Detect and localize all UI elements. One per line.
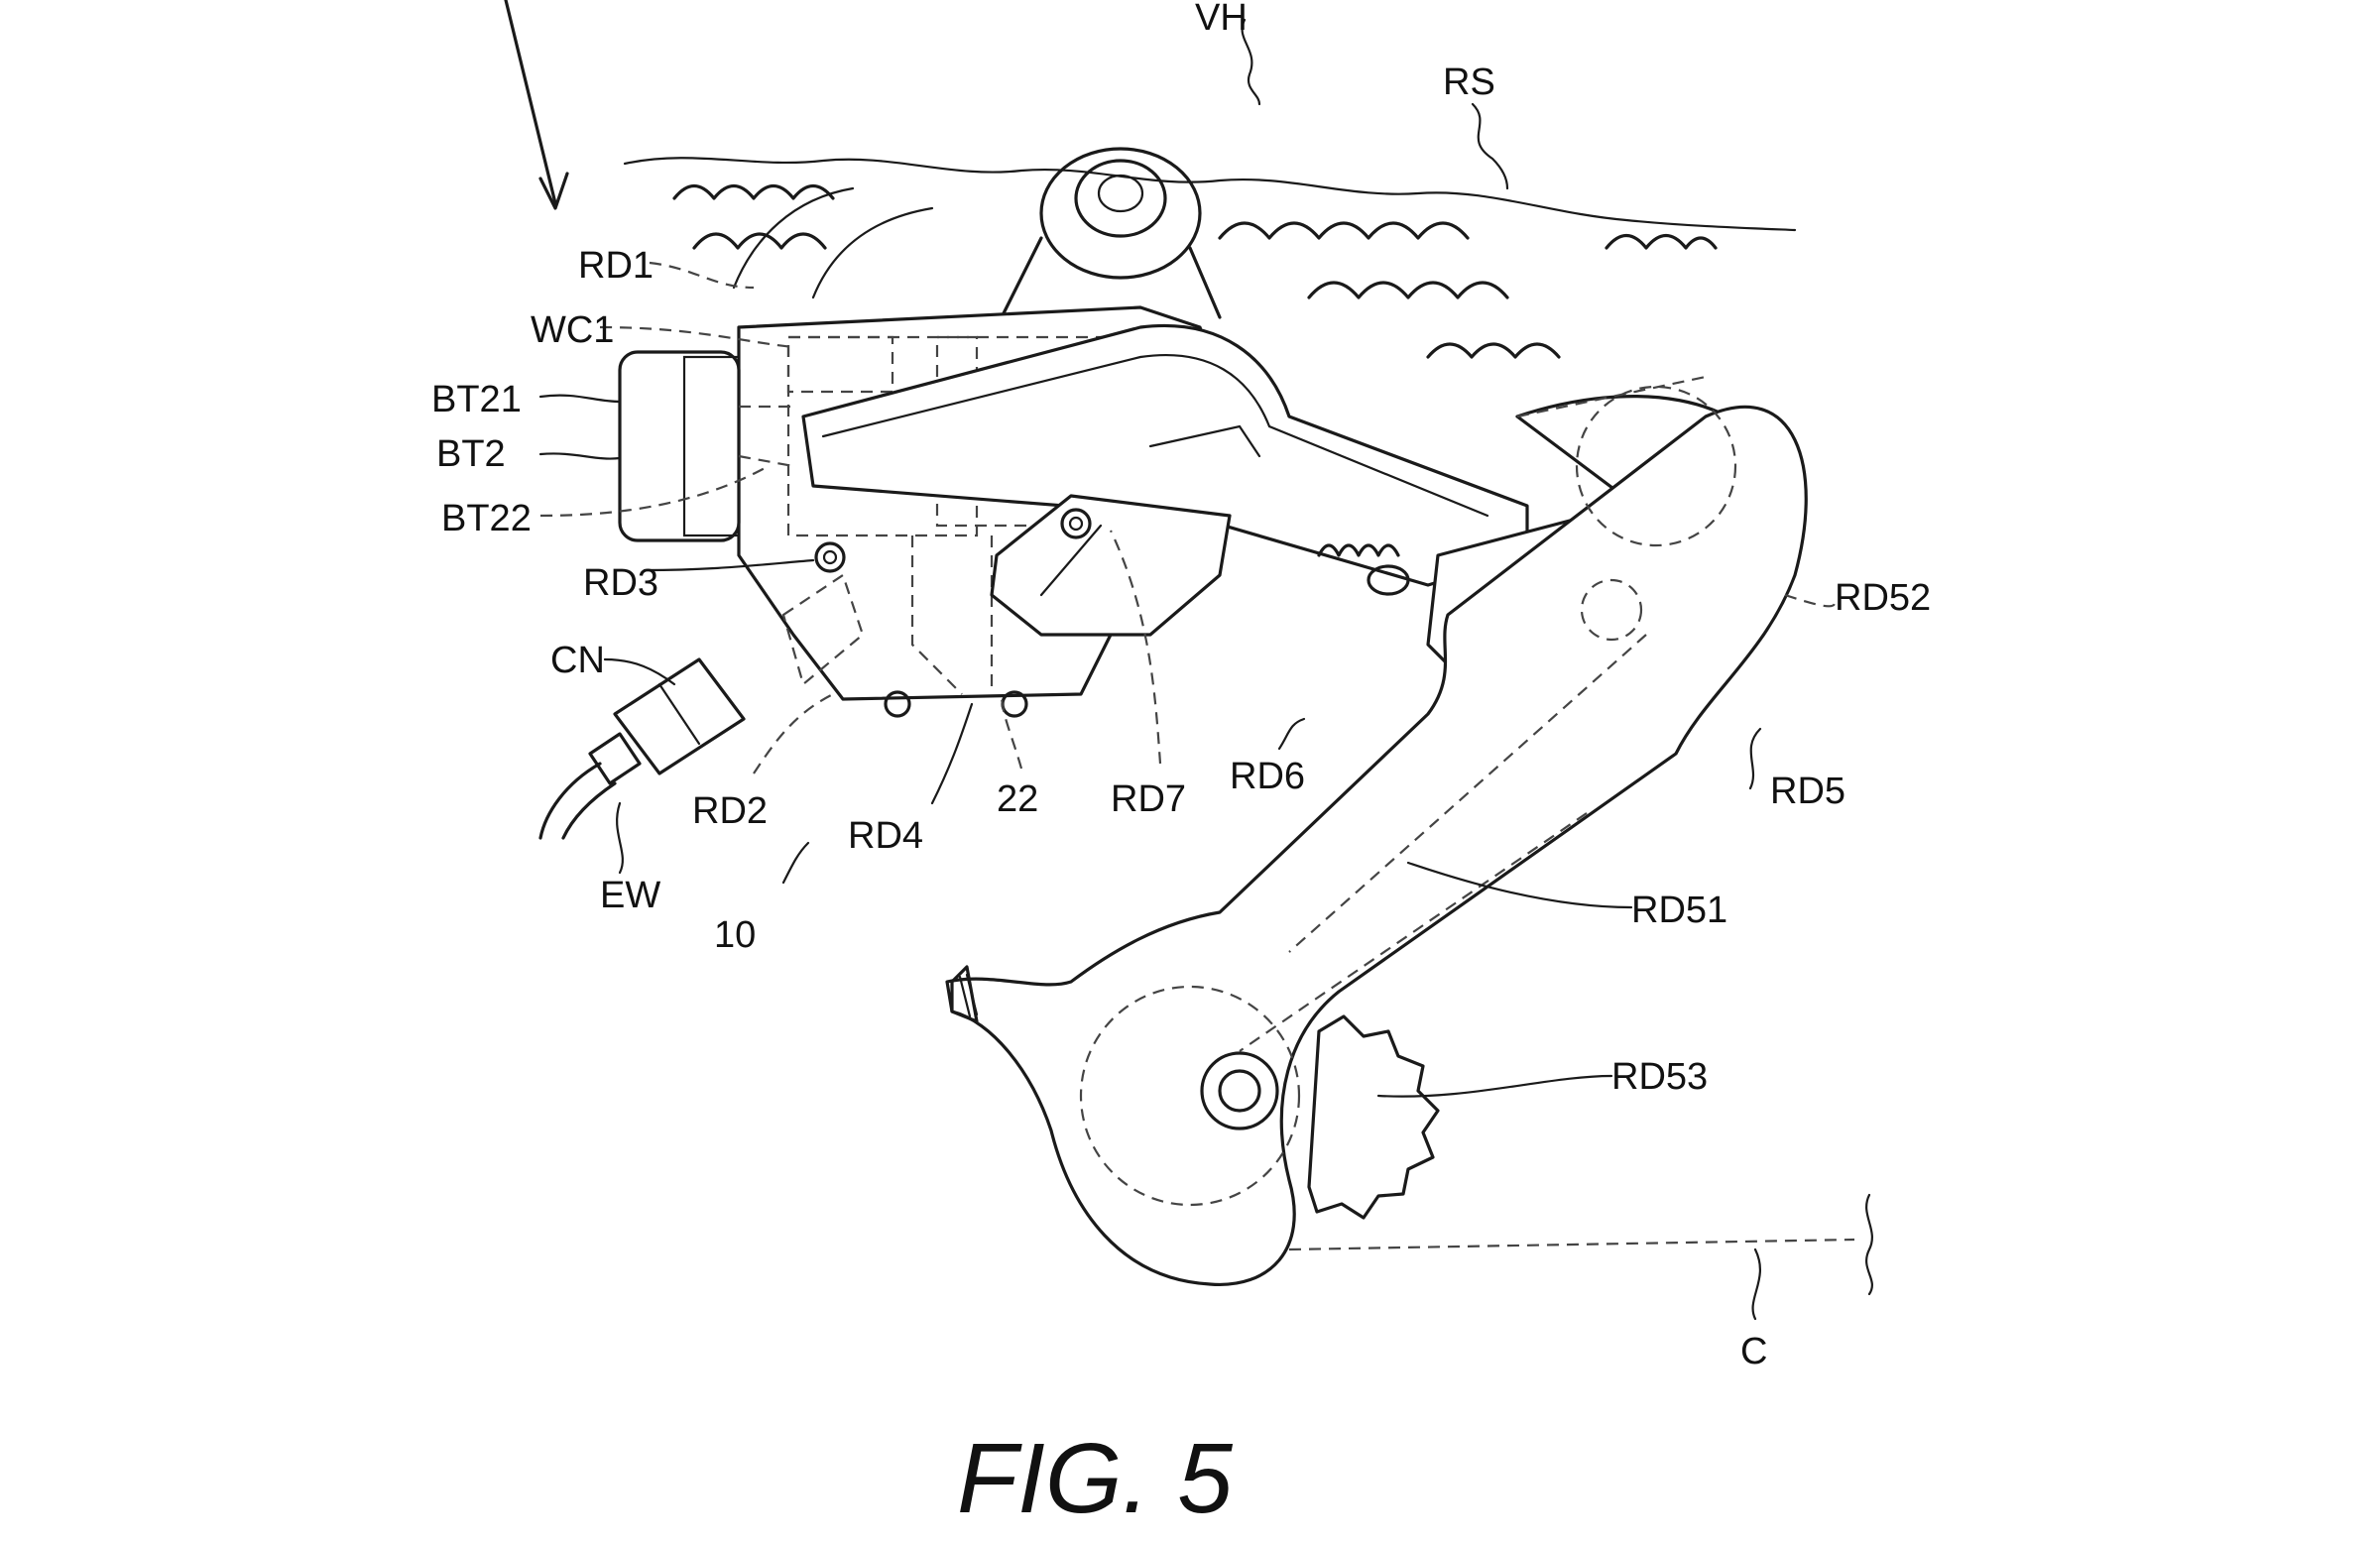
label-c: C <box>1740 1331 1767 1372</box>
label-10: 10 <box>714 914 756 956</box>
label-vh: VH <box>1195 0 1248 39</box>
label-rd2: RD2 <box>692 790 768 832</box>
rear-sprocket-cassette <box>623 147 1797 359</box>
label-rd3: RD3 <box>583 562 658 604</box>
figure-caption: FIG. 5 <box>957 1423 1233 1534</box>
connector-and-wire <box>538 657 746 840</box>
label-rd6: RD6 <box>1230 756 1305 797</box>
label-cn: CN <box>550 640 605 681</box>
label-rd1: RD1 <box>578 245 654 287</box>
lower-pulley <box>1200 1014 1440 1220</box>
label-rs: RS <box>1443 61 1495 103</box>
label-rd52: RD52 <box>1835 577 1931 619</box>
label-rd53: RD53 <box>1611 1056 1708 1098</box>
chain <box>1288 1193 1873 1296</box>
leader-lines <box>538 18 1837 1321</box>
battery-bt2 <box>618 350 794 542</box>
chain-guide-cage <box>945 375 1808 1286</box>
label-bt21: BT21 <box>431 379 522 420</box>
pivot-spring <box>1317 543 1410 596</box>
label-bt22: BT22 <box>441 498 532 539</box>
label-rd5: RD5 <box>1770 771 1845 812</box>
label-ew: EW <box>600 875 660 916</box>
bracket-rd7 <box>990 494 1232 637</box>
label-22: 22 <box>997 778 1038 820</box>
label-wc1: WC1 <box>531 309 614 351</box>
label-rd51: RD51 <box>1631 890 1727 931</box>
label-rd7: RD7 <box>1111 778 1186 820</box>
direction-arrow <box>504 0 569 210</box>
reference-labels: VH RS RD1 WC1 BT21 BT2 BT22 RD3 CN RD2 R… <box>431 0 1931 1372</box>
label-rd4: RD4 <box>848 815 923 857</box>
label-bt2: BT2 <box>436 433 506 475</box>
